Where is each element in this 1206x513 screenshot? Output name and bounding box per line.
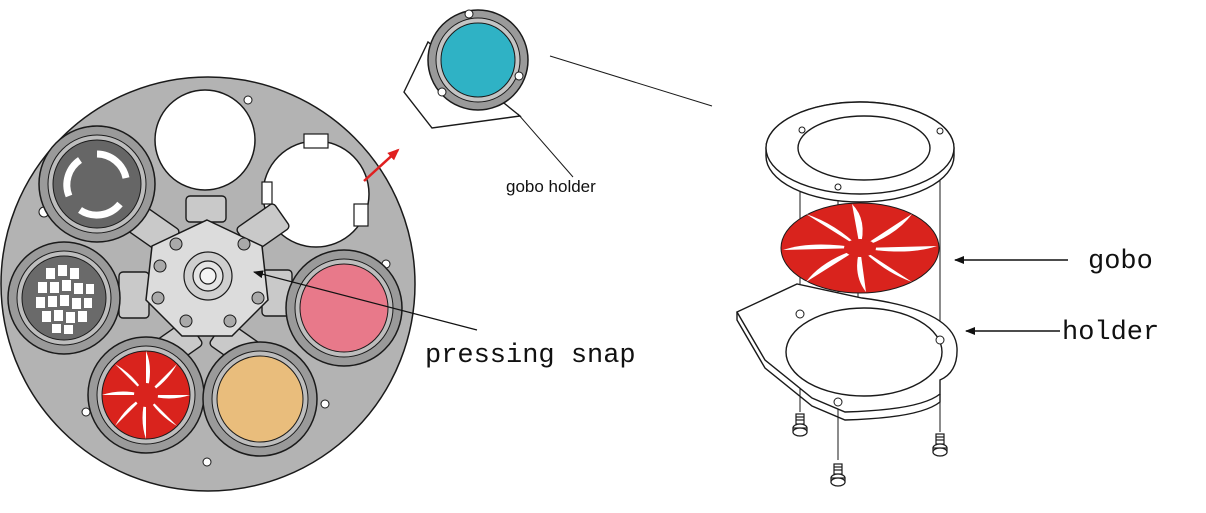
open-slot-top	[154, 89, 256, 191]
red-gobo-slot	[87, 336, 205, 454]
holder-label: holder	[1062, 318, 1159, 348]
orange-filter-slot	[202, 341, 318, 457]
pattern-gobo-slot	[7, 241, 121, 355]
exploded-view	[736, 101, 958, 487]
retaining-ring	[765, 101, 955, 203]
gobo-holder-detail	[403, 9, 713, 178]
pressing-snap-pointer	[253, 270, 478, 331]
gobo-wheel	[0, 76, 416, 492]
red-arrow-icon	[363, 148, 400, 182]
red-gobo-disc	[780, 202, 940, 294]
dark-gobo-slot	[38, 125, 156, 243]
open-slot-notched	[261, 133, 370, 248]
holder-plate	[736, 283, 958, 421]
screw-icon	[792, 413, 948, 487]
pressing-snap-label: pressing snap	[425, 341, 636, 371]
pink-filter-slot	[285, 249, 403, 367]
center-hub	[118, 195, 293, 370]
gobo-label: gobo	[1088, 247, 1153, 277]
gobo-holder-label: gobo holder	[506, 177, 596, 196]
